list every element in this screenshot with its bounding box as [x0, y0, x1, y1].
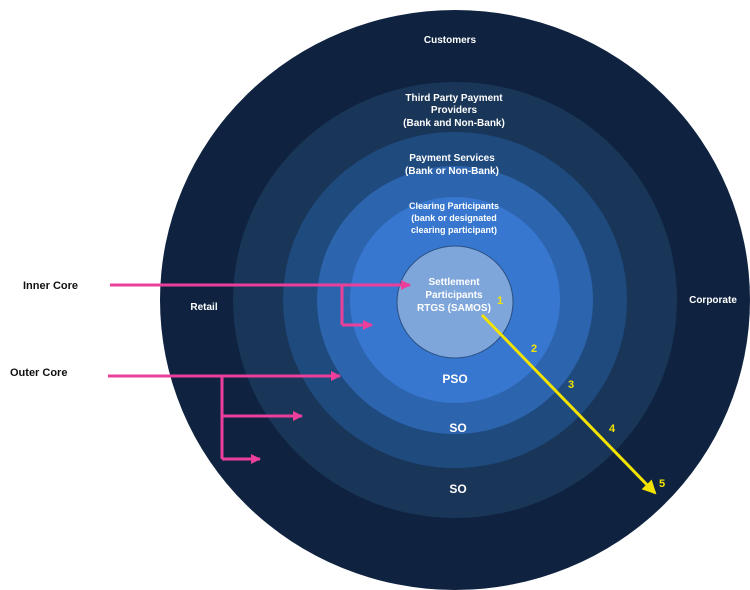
ring-label-settlement-3: RTGS (SAMOS): [417, 303, 491, 314]
label-outer-core: Outer Core: [10, 367, 67, 379]
ring-label-settlement-2: Participants: [425, 290, 483, 301]
outer-core-arrows: [108, 371, 341, 464]
ring-settlement-edge: [396, 245, 514, 359]
side-label-corporate: Corporate: [689, 295, 737, 306]
ring-label-clearing-3: clearing participant): [411, 225, 497, 235]
ring-label-payment-services-1: Payment Services: [409, 153, 495, 164]
ring-code-so-inner: SO: [449, 421, 466, 435]
ring-label-customers: Customers: [424, 35, 477, 46]
ring-label-clearing-2: (bank or designated: [411, 213, 497, 223]
ring-label-settlement-1: Settlement: [428, 277, 480, 288]
ring-label-third-party-3: (Bank and Non-Bank): [403, 118, 505, 129]
ring-code-pso: PSO: [442, 372, 467, 386]
ring-code-so-outer: SO: [449, 482, 466, 496]
ring-label-third-party-2: Providers: [431, 105, 478, 116]
level-number-1: 1: [497, 295, 503, 307]
side-label-retail: Retail: [190, 302, 217, 313]
ring-settlement: [397, 246, 513, 358]
ring-label-payment-services-2: (Bank or Non-Bank): [405, 166, 499, 177]
level-number-4: 4: [609, 423, 616, 435]
ring-label-clearing-1: Clearing Participants: [409, 201, 499, 211]
label-inner-core: Inner Core: [23, 280, 78, 292]
ring-label-third-party-1: Third Party Payment: [405, 93, 503, 104]
level-number-2: 2: [531, 343, 537, 355]
inner-core-arrows: [110, 280, 411, 330]
level-number-5: 5: [659, 478, 665, 490]
tier-arrow: [480, 313, 657, 495]
level-number-3: 3: [568, 379, 574, 391]
